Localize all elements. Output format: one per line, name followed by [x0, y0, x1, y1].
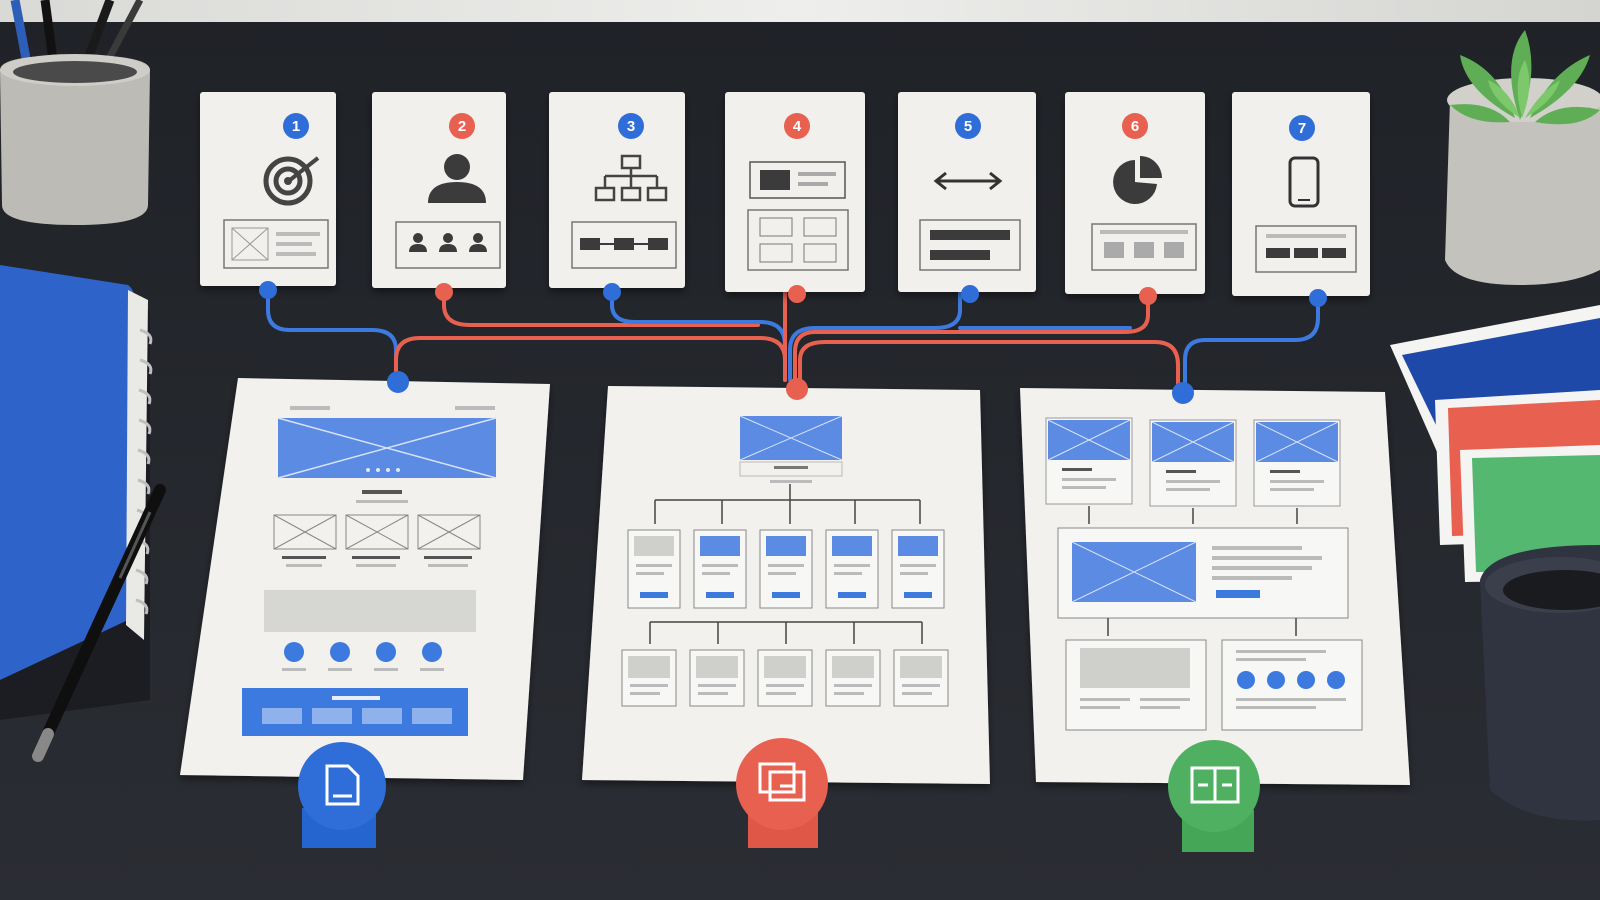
badge-blue: [298, 742, 386, 848]
window-light: [0, 0, 1600, 22]
split-panel-icon: [1190, 766, 1240, 804]
wireframe-sheet-landing: [180, 371, 550, 780]
smartphone-icon: [1288, 156, 1320, 208]
step-number: 3: [627, 118, 635, 135]
step-number: 5: [964, 118, 972, 135]
badge-green: [1168, 740, 1260, 852]
coffee-mug: [1480, 545, 1600, 821]
step-cards: 1 2: [200, 92, 1370, 307]
pie-chart-icon: [1113, 156, 1162, 204]
step-number: 1: [292, 118, 300, 135]
color-swatches: [1390, 305, 1600, 582]
grid-feature-block: [1057, 527, 1349, 619]
step-card-4: 4: [725, 92, 865, 303]
step-card-6: 6: [1065, 92, 1205, 305]
wireframe-sheet-grid: [1020, 382, 1410, 785]
sitemap-level-2: [621, 649, 949, 707]
sitemap-level-1: [627, 529, 945, 609]
step-card-1: 1: [200, 92, 336, 299]
window-stack-icon: [758, 762, 806, 802]
step-number: 6: [1131, 118, 1139, 135]
document-icon: [325, 764, 360, 806]
step-card-7: 7: [1232, 92, 1370, 307]
succulent-plant: [1445, 30, 1600, 285]
connector-lines: [266, 286, 1320, 390]
step-number: 2: [458, 118, 466, 135]
grid-bottom-panels: [1065, 639, 1363, 731]
target-icon: [263, 156, 320, 206]
arrows-horizontal-icon: [933, 171, 1003, 191]
layout-icon: [749, 161, 846, 199]
badge-red: [736, 738, 828, 848]
sitemap-icon: [594, 154, 668, 202]
step-card-3: 3: [549, 92, 685, 301]
pen-cup: [0, 0, 150, 225]
user-icon: [428, 154, 486, 203]
step-number: 7: [1298, 120, 1306, 137]
step-card-2: 2: [372, 92, 506, 301]
step-card-5: 5: [898, 92, 1036, 303]
black-pen: [32, 484, 166, 762]
blue-notebook: [0, 265, 153, 720]
grid-top-cards: [1045, 417, 1341, 507]
wireframe-sheet-sitemap: [582, 378, 990, 784]
step-number: 4: [793, 118, 802, 135]
